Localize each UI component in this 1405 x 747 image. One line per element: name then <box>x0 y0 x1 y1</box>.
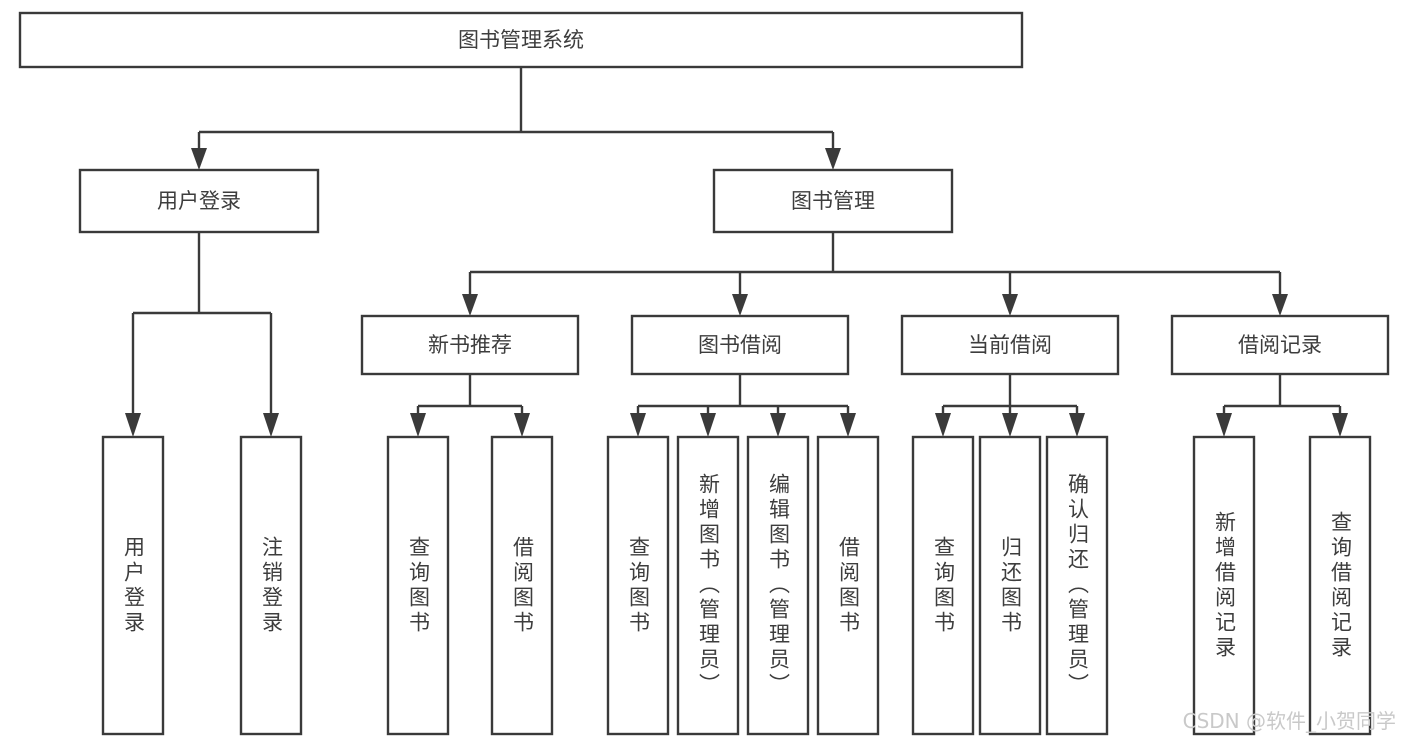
edge-group-new-book-recommend <box>410 374 530 437</box>
edge-group-book-mgmt <box>462 232 1288 316</box>
node-new-book-recommend[interactable]: 新书推荐 <box>360 314 580 376</box>
leaf-new-book-0-box[interactable] <box>386 435 450 736</box>
node-user-login-box[interactable] <box>78 168 320 234</box>
node-root-system-label: 图书管理系统 <box>458 28 584 52</box>
leaf-borrow-record-1[interactable] <box>1308 435 1372 736</box>
arrow-book-mgmt-to-record <box>1272 294 1288 316</box>
node-user-login-label: 用户登录 <box>157 189 241 213</box>
arrow-current-borrow-leaf-0 <box>935 413 951 437</box>
arrow-borrow-record-leaf-1 <box>1332 413 1348 437</box>
leaf-borrow-record-0-box[interactable] <box>1192 435 1256 736</box>
arrow-book-borrow-leaf-0 <box>630 413 646 437</box>
leaf-current-borrow-2-box[interactable] <box>1045 435 1109 736</box>
leaf-user-login-0[interactable] <box>101 435 165 736</box>
leaf-new-book-1-box[interactable] <box>490 435 554 736</box>
leaf-new-book-1[interactable] <box>490 435 554 736</box>
leaf-borrow-record-1-box[interactable] <box>1308 435 1372 736</box>
arrow-current-borrow-leaf-2 <box>1069 413 1085 437</box>
node-book-borrow-box[interactable] <box>630 314 850 376</box>
arrow-user-login-leaf-1 <box>263 413 279 437</box>
leaf-current-borrow-0-box[interactable] <box>911 435 975 736</box>
node-current-borrow-label: 当前借阅 <box>968 333 1052 357</box>
leaf-borrow-record-0[interactable] <box>1192 435 1256 736</box>
node-current-borrow[interactable]: 当前借阅 <box>900 314 1120 376</box>
arrow-root-to-book-mgmt <box>825 148 841 170</box>
arrow-book-borrow-leaf-3 <box>840 413 856 437</box>
node-book-borrow[interactable]: 图书借阅 <box>630 314 850 376</box>
node-book-borrow-label: 图书借阅 <box>698 333 782 357</box>
node-user-login[interactable]: 用户登录 <box>78 168 320 234</box>
arrow-current-borrow-leaf-1 <box>1002 413 1018 437</box>
node-book-management-box[interactable] <box>712 168 954 234</box>
leaf-book-borrow-0[interactable] <box>606 435 670 736</box>
leaf-book-borrow-2-box[interactable] <box>746 435 810 736</box>
arrow-user-login-leaf-0 <box>125 413 141 437</box>
leaf-book-borrow-3[interactable] <box>816 435 880 736</box>
leaf-new-book-0[interactable] <box>386 435 450 736</box>
csdn-watermark: CSDN @软件_小贺同学 <box>1183 709 1396 733</box>
leaf-book-borrow-2[interactable] <box>746 435 810 736</box>
node-book-management-label: 图书管理 <box>791 189 875 213</box>
node-root-system[interactable]: 图书管理系统 <box>18 11 1024 69</box>
node-book-management[interactable]: 图书管理 <box>712 168 954 234</box>
edge-group-current-borrow <box>935 374 1085 437</box>
leaf-book-borrow-1-box[interactable] <box>676 435 740 736</box>
leaf-book-borrow-1[interactable] <box>676 435 740 736</box>
node-current-borrow-box[interactable] <box>900 314 1120 376</box>
arrow-new-book-leaf-1 <box>514 413 530 437</box>
leaf-user-login-1-box[interactable] <box>239 435 303 736</box>
leaf-current-borrow-1-box[interactable] <box>978 435 1042 736</box>
arrow-book-mgmt-to-new-book <box>462 294 478 316</box>
leaf-current-borrow-1[interactable] <box>978 435 1042 736</box>
arrow-book-mgmt-to-current <box>1002 294 1018 316</box>
node-new-book-recommend-box[interactable] <box>360 314 580 376</box>
leaf-book-borrow-3-box[interactable] <box>816 435 880 736</box>
node-borrow-record-box[interactable] <box>1170 314 1390 376</box>
edge-group-root <box>191 67 841 170</box>
leaf-book-borrow-0-box[interactable] <box>606 435 670 736</box>
edge-group-user-login <box>125 232 279 437</box>
node-root-system-box[interactable] <box>18 11 1024 69</box>
leaf-current-borrow-2[interactable] <box>1045 435 1109 736</box>
leaf-current-borrow-0[interactable] <box>911 435 975 736</box>
arrow-borrow-record-leaf-0 <box>1216 413 1232 437</box>
node-borrow-record[interactable]: 借阅记录 <box>1170 314 1390 376</box>
edge-group-borrow-record <box>1216 374 1348 437</box>
edge-group-book-borrow <box>630 374 856 437</box>
leaf-user-login-0-box[interactable] <box>101 435 165 736</box>
arrow-root-to-user-login <box>191 148 207 170</box>
arrow-new-book-leaf-0 <box>410 413 426 437</box>
leaf-user-login-1[interactable] <box>239 435 303 736</box>
arrow-book-mgmt-to-borrow <box>732 294 748 316</box>
arrow-book-borrow-leaf-2 <box>770 413 786 437</box>
node-borrow-record-label: 借阅记录 <box>1238 333 1322 357</box>
arrow-book-borrow-leaf-1 <box>700 413 716 437</box>
node-new-book-recommend-label: 新书推荐 <box>428 333 512 357</box>
